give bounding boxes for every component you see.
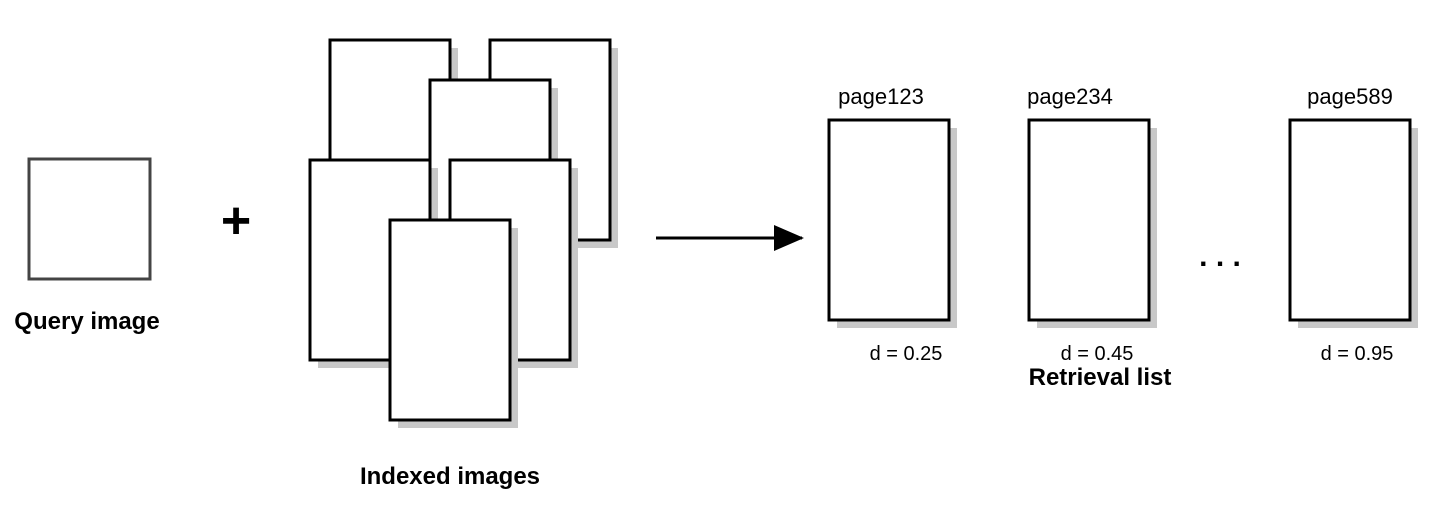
- result-page-2-distance: d = 0.45: [1061, 343, 1134, 365]
- indexed-image: [388, 218, 518, 428]
- query-image: [27, 157, 152, 281]
- ellipsis: . . .: [1199, 240, 1241, 273]
- indexed-images-stack: [308, 38, 618, 428]
- indexed-images-label: Indexed images: [360, 463, 540, 490]
- result-page-3: [1288, 118, 1418, 328]
- result-page-3-distance: d = 0.95: [1321, 343, 1394, 365]
- result-page-1-distance: d = 0.25: [870, 343, 943, 365]
- result-page-2-label: page234: [1027, 84, 1113, 109]
- query-image-label: Query image: [14, 308, 159, 335]
- plus-sign: +: [221, 192, 251, 250]
- result-page-1-label: page123: [838, 84, 924, 109]
- result-page-3-label: page589: [1307, 84, 1393, 109]
- result-page-2: [1027, 118, 1157, 328]
- retrieval-list-label: Retrieval list: [1029, 364, 1172, 391]
- result-page-1: [827, 118, 957, 328]
